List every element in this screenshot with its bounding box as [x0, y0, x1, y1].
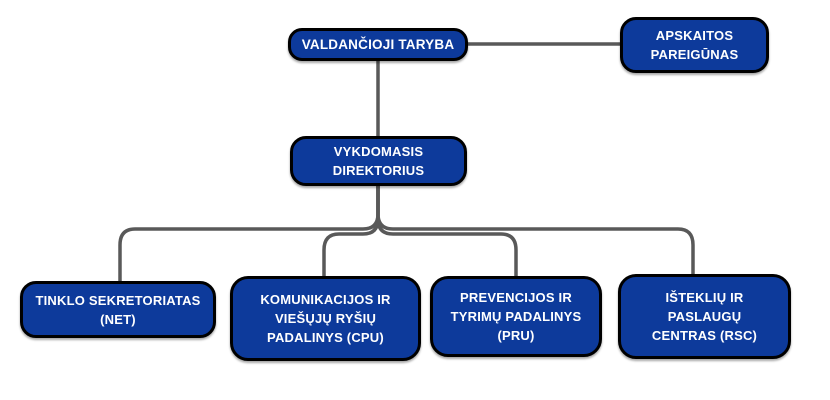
node-rsc-centre: IŠTEKLIŲ IR PASLAUGŲ CENTRAS (RSC) — [618, 274, 791, 359]
node-net-secretariat: TINKLO SEKRETORIATAS (NET) — [20, 281, 216, 338]
node-accounting-officer: APSKAITOS PAREIGŪNAS — [620, 17, 769, 73]
node-executive-director: VYKDOMASIS DIREKTORIUS — [290, 136, 467, 186]
connector-lines — [118, 42, 695, 282]
node-governing-board: VALDANČIOJI TARYBA — [288, 28, 468, 61]
node-cpu-unit: KOMUNIKACIJOS IR VIEŠŲJŲ RYŠIŲ PADALINYS… — [230, 276, 421, 361]
node-pru-unit: PREVENCIJOS IR TYRIMŲ PADALINYS (PRU) — [430, 276, 602, 357]
